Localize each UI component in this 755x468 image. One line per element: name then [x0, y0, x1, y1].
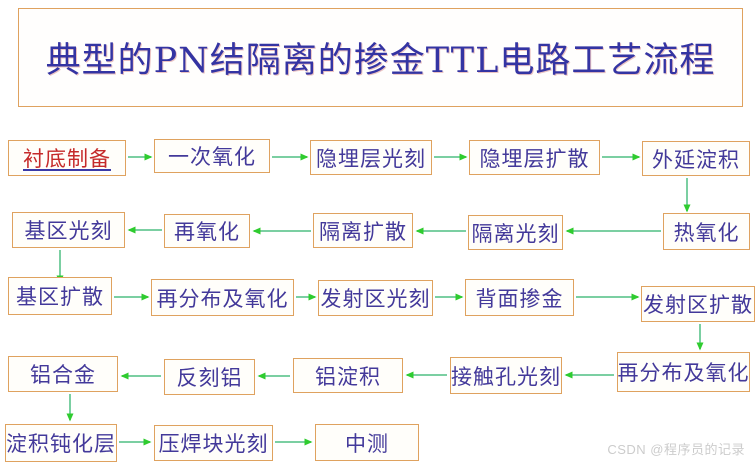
flow-node-label-thermal-oxidation: 热氧化: [673, 220, 740, 245]
flow-node-isolation-litho: 隔离光刻: [468, 215, 563, 250]
flow-node-label-mid-test: 中测: [345, 431, 389, 456]
flow-node-label-al-alloy: 铝合金: [30, 363, 96, 387]
flow-node-label-emitter-litho: 发射区光刻: [320, 287, 431, 311]
flow-node-label-emitter-diffusion: 发射区扩散: [643, 293, 753, 317]
flow-node-contact-hole-litho: 接触孔光刻: [450, 357, 562, 394]
flow-node-passivation-deposition: 淀积钝化层: [5, 424, 117, 462]
flow-node-redistribution-oxidation-2: 再分布及氧化: [617, 352, 750, 392]
flow-node-emitter-litho: 发射区光刻: [318, 280, 433, 316]
flow-node-backside-gold-doping: 背面掺金: [465, 279, 574, 316]
flow-node-label-bond-pad-litho: 压焊块光刻: [158, 432, 269, 456]
flow-node-label-buried-layer-litho: 隐埋层光刻: [316, 146, 426, 171]
flow-node-redistribution-oxidation: 再分布及氧化: [151, 279, 294, 316]
flow-node-label-al-deposition: 铝淀积: [315, 364, 381, 389]
flow-node-label-base-litho: 基区光刻: [24, 219, 113, 243]
flow-node-label-substrate-prep: 衬底制备: [23, 147, 111, 171]
flow-node-label-base-diffusion: 基区扩散: [16, 285, 104, 309]
flow-node-isolation-diffusion: 隔离扩散: [313, 213, 413, 248]
flow-node-epitaxy-deposition: 外延淀积: [642, 141, 750, 176]
flow-node-label-redistribution-oxidation: 再分布及氧化: [156, 286, 289, 311]
flow-node-mid-test: 中测: [315, 424, 419, 461]
flow-node-label-al-etchback: 反刻铝: [176, 366, 243, 390]
flow-node-first-oxidation: 一次氧化: [154, 139, 270, 173]
flow-node-buried-layer-diffusion: 隐埋层扩散: [469, 140, 600, 175]
diagram-title: 典型的PN结隔离的掺金TTL电路工艺流程: [45, 41, 716, 81]
flow-node-substrate-prep[interactable]: 衬底制备: [8, 140, 126, 176]
flow-node-al-etchback: 反刻铝: [164, 359, 255, 395]
csdn-watermark: CSDN @程序员的记录: [607, 442, 745, 457]
flow-node-label-buried-layer-diffusion: 隐埋层扩散: [479, 146, 590, 171]
flow-node-label-redistribution-oxidation-2: 再分布及氧化: [617, 361, 750, 385]
flow-node-bond-pad-litho: 压焊块光刻: [154, 425, 273, 461]
flow-node-thermal-oxidation: 热氧化: [663, 213, 750, 250]
flow-node-label-isolation-diffusion: 隔离扩散: [319, 219, 407, 244]
flow-node-re-oxidation: 再氧化: [164, 214, 250, 248]
flow-node-label-backside-gold-doping: 背面掺金: [475, 286, 564, 311]
flow-node-al-deposition: 铝淀积: [293, 358, 403, 393]
flow-node-base-litho: 基区光刻: [12, 212, 125, 248]
flow-node-label-re-oxidation: 再氧化: [174, 220, 240, 244]
flow-node-label-passivation-deposition: 淀积钝化层: [6, 432, 116, 456]
flow-node-label-contact-hole-litho: 接触孔光刻: [451, 364, 561, 389]
flow-node-label-isolation-litho: 隔离光刻: [471, 221, 560, 246]
flow-node-label-epitaxy-deposition: 外延淀积: [652, 147, 740, 172]
flow-node-buried-layer-litho: 隐埋层光刻: [310, 140, 432, 175]
flow-node-base-diffusion: 基区扩散: [8, 277, 112, 315]
flow-node-label-first-oxidation: 一次氧化: [168, 145, 256, 169]
diagram-title-box: 典型的PN结隔离的掺金TTL电路工艺流程: [18, 8, 743, 107]
flow-node-emitter-diffusion: 发射区扩散: [641, 286, 755, 322]
flow-node-al-alloy: 铝合金: [8, 356, 118, 392]
